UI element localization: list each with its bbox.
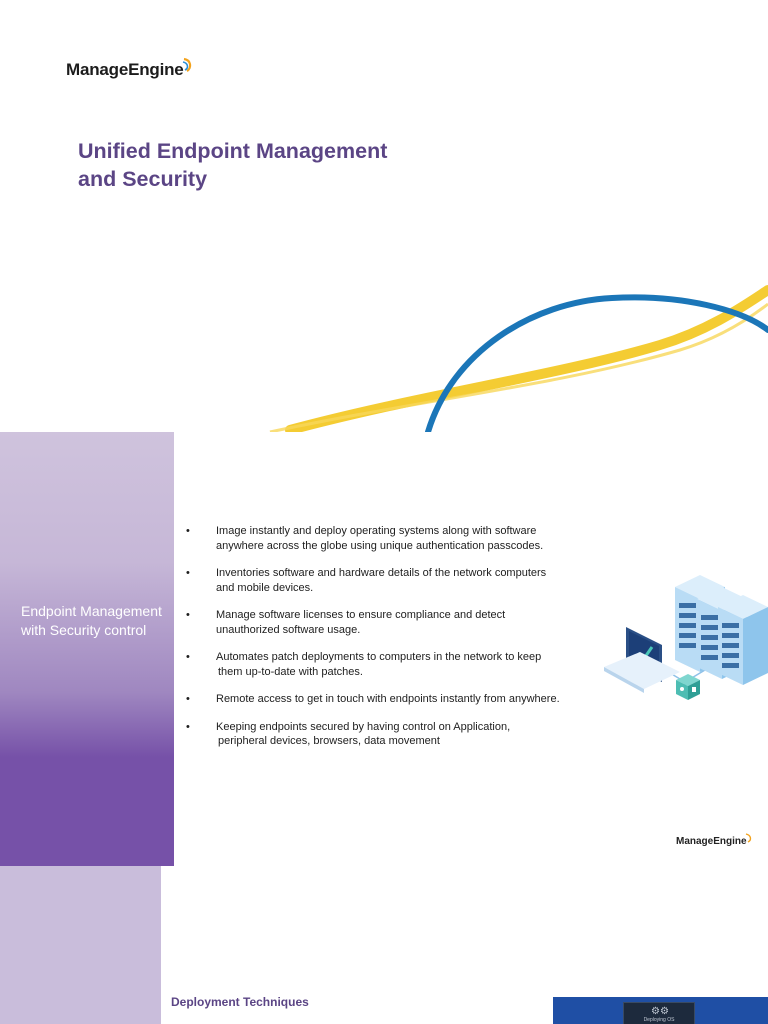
list-item: •Keeping endpoints secured by having con…	[186, 720, 511, 748]
section-heading: Deployment Techniques	[171, 995, 309, 1009]
slide-title: ManageEngine Unified Endpoint Management…	[0, 0, 768, 432]
list-item: •Automates patch deployments to computer…	[186, 651, 542, 678]
server-laptop-security-icon	[604, 575, 768, 700]
page-title: Unified Endpoint Management and Security	[78, 139, 388, 191]
feature-list: •Image instantly and deploy operating sy…	[178, 524, 598, 762]
deploy-os-card: ⚙⚙ Deploying OS	[623, 1002, 695, 1024]
logo-arc-icon	[182, 57, 191, 72]
side-panel: Endpoint Management with Security contro…	[0, 432, 174, 866]
side-panel	[0, 866, 161, 1024]
side-panel-label: Endpoint Management with Security contro…	[21, 603, 162, 638]
card-label: Deploying OS	[643, 1017, 675, 1023]
list-item: •Remote access to get in touch with endp…	[186, 693, 560, 705]
manageengine-logo: ManageEngine	[66, 57, 191, 80]
slide-endpoint-management: Endpoint Management with Security contro…	[0, 432, 768, 866]
footer-logo: ManageEngine	[676, 833, 751, 847]
list-item: •Image instantly and deploy operating sy…	[186, 525, 544, 552]
gear-icon: ⚙⚙	[651, 1006, 669, 1017]
list-item: •Inventories software and hardware detai…	[186, 567, 547, 594]
slide-deployment: Deployment Techniques ⚙⚙ Deploying OS	[0, 866, 768, 1024]
decorative-curves	[269, 285, 768, 432]
list-item: •Manage software licenses to ensure comp…	[186, 609, 506, 636]
logo-arc-icon	[745, 833, 751, 843]
